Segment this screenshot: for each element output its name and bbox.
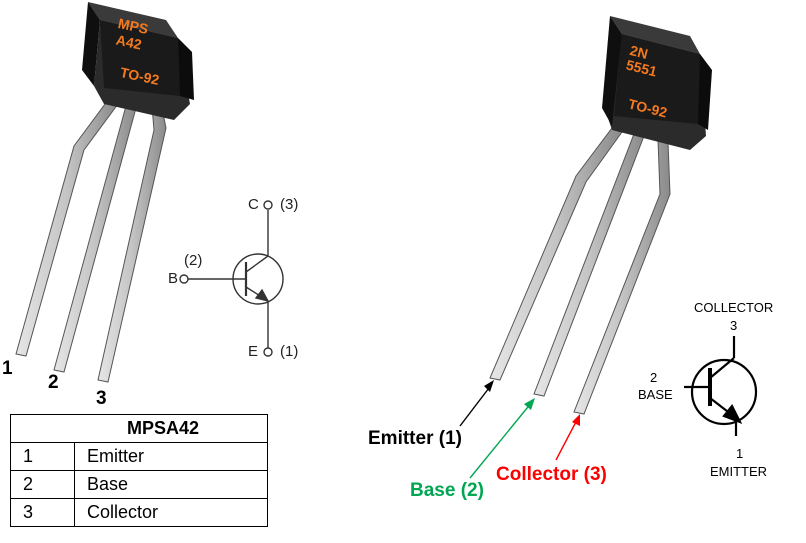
base-arrow <box>469 401 533 479</box>
left-collector-letter: C <box>248 196 259 213</box>
pin-table-name: Base <box>74 470 268 499</box>
left-pin-3: 3 <box>96 388 107 409</box>
base-callout: Base (2) <box>410 480 484 501</box>
right-collector-num: 3 <box>730 318 738 333</box>
right-package-body <box>602 16 712 150</box>
left-leads <box>15 99 167 383</box>
right-package <box>489 16 712 415</box>
pin-table-num: 3 <box>10 498 75 527</box>
right-base-num: 2 <box>650 370 658 385</box>
right-emitter-num: 1 <box>736 446 744 461</box>
emitter-callout: Emitter (1) <box>368 428 462 449</box>
left-package <box>15 2 194 383</box>
collector-callout: Collector (3) <box>496 464 607 485</box>
table-row: 2 Base <box>10 470 268 499</box>
right-emitter-label: EMITTER <box>710 464 768 479</box>
pin-table-header-row: MPSA42 <box>10 414 268 443</box>
right-symbol-circle <box>690 358 758 426</box>
pin-table-num: 2 <box>10 470 75 499</box>
left-emitter-letter: E <box>248 343 259 360</box>
right-base-label: BASE <box>638 387 673 402</box>
pin-table-num: 1 <box>10 442 75 471</box>
left-base-letter: B <box>168 270 179 287</box>
right-collector-label: COLLECTOR <box>694 300 774 315</box>
right-symbol <box>684 336 758 436</box>
pin-table-name: Emitter <box>74 442 268 471</box>
left-pin-1: 1 <box>2 358 13 379</box>
left-collector-num: (3) <box>280 196 299 213</box>
left-lead-2 <box>53 105 137 373</box>
emitter-arrow <box>459 383 493 427</box>
pin-table: MPSA42 1 Emitter 2 Base 3 Collector <box>10 414 268 527</box>
left-base-num: (2) <box>184 252 203 269</box>
pin-table-name: Collector <box>74 498 268 527</box>
callout-arrows <box>459 380 580 479</box>
left-lead-3 <box>97 105 167 383</box>
left-pin-2: 2 <box>48 372 59 393</box>
right-leads <box>489 127 671 415</box>
pin-table-header: MPSA42 <box>10 414 268 443</box>
left-package-body <box>82 2 194 120</box>
left-emitter-num: (1) <box>280 343 299 360</box>
table-row: 3 Collector <box>10 498 268 527</box>
collector-arrow <box>555 417 579 461</box>
table-row: 1 Emitter <box>10 442 268 471</box>
left-symbol <box>179 200 284 357</box>
